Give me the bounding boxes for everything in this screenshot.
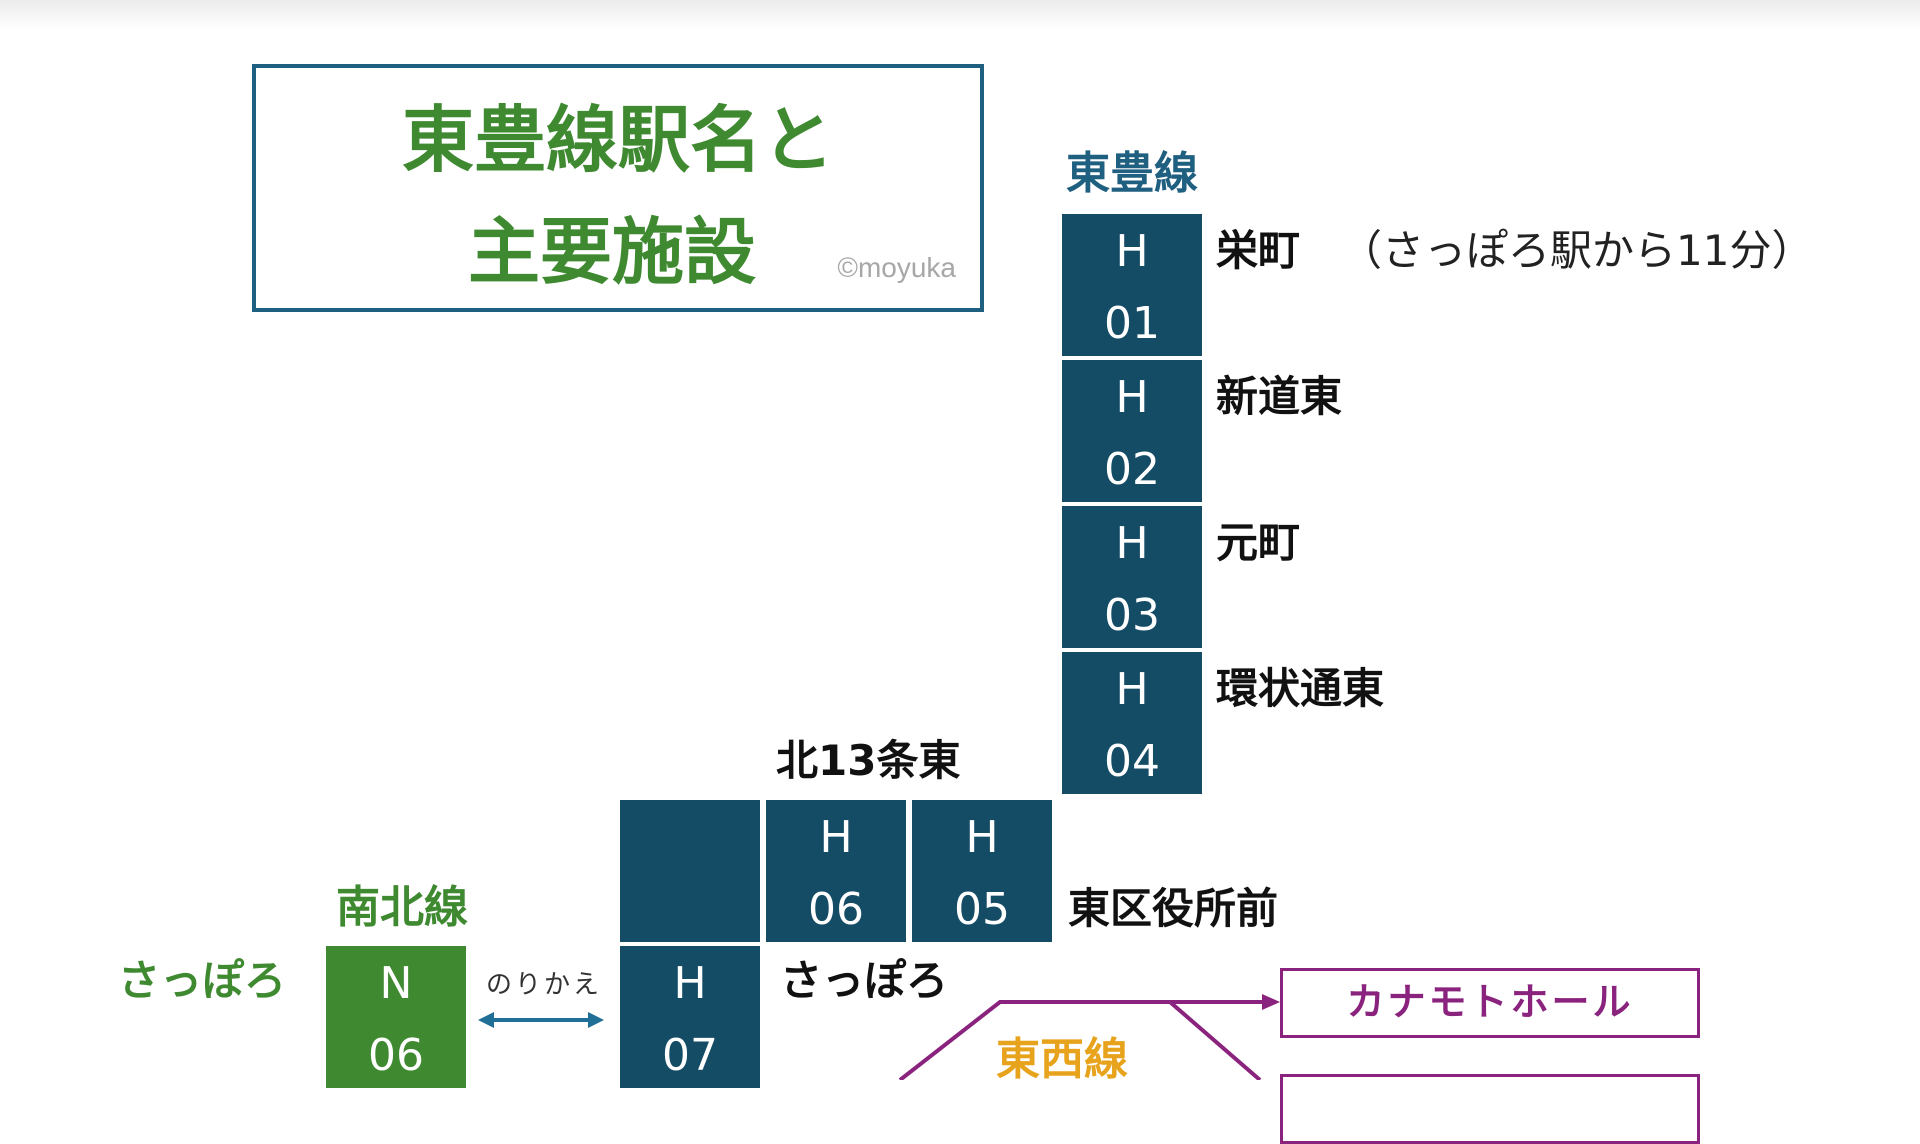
top-strip — [0, 0, 1920, 30]
line-label-tozai: 東西線 — [996, 1034, 1128, 1085]
station-number: 01 — [1104, 298, 1160, 349]
station-code: H — [819, 812, 853, 863]
station-name-h07: さっぽろ — [780, 956, 949, 1005]
station-name-h04: 環状通東 — [1216, 664, 1385, 713]
station-box-blank — [620, 800, 760, 942]
line-label-toho: 東豊線 — [1066, 148, 1198, 199]
station-number: 06 — [808, 884, 864, 935]
facility-box-kanamoto-hall: カナモトホール — [1280, 968, 1700, 1038]
line-label-namboku: 南北線 — [336, 882, 468, 933]
station-number: 03 — [1104, 590, 1160, 641]
tozai-route-lines — [898, 994, 1280, 1080]
station-box-h04: H 04 — [1062, 652, 1202, 794]
station-box-h05: H 05 — [912, 800, 1052, 942]
station-box-n06: N 06 — [326, 946, 466, 1088]
station-number: 07 — [662, 1030, 718, 1081]
station-number: 02 — [1104, 444, 1160, 495]
title-line-1: 東豊線駅名と — [401, 98, 834, 182]
station-number: 05 — [954, 884, 1010, 935]
station-name-h06: 北13条東 — [776, 736, 961, 785]
station-box-h07: H 07 — [620, 946, 760, 1088]
station-box-h03: H 03 — [1062, 506, 1202, 648]
station-code: H — [673, 958, 707, 1009]
station-note-h01: （さっぽろ駅から11分） — [1340, 226, 1814, 275]
transfer-label: のりかえ — [486, 970, 603, 1000]
station-name-h03: 元町 — [1216, 518, 1301, 567]
station-name-h01: 栄町 — [1216, 226, 1301, 275]
station-code: H — [965, 812, 999, 863]
station-box-h06: H 06 — [766, 800, 906, 942]
credit: ©moyuka — [837, 252, 956, 283]
station-name-h05: 東区役所前 — [1068, 884, 1279, 933]
title-box: 東豊線駅名と 主要施設 ©moyuka — [252, 64, 984, 312]
station-code: H — [1115, 226, 1149, 277]
facility-box-2 — [1280, 1074, 1700, 1144]
connector-layer — [478, 994, 1280, 1080]
station-code: H — [1115, 518, 1149, 569]
station-box-h02: H 02 — [1062, 360, 1202, 502]
station-code: H — [1115, 664, 1149, 715]
title-line-2: 主要施設 — [467, 210, 756, 294]
station-name-n06: さっぽろ — [118, 956, 287, 1005]
transfer-arrow — [478, 1012, 604, 1028]
station-box-h01: H 01 — [1062, 214, 1202, 356]
station-name-h02: 新道東 — [1216, 372, 1343, 421]
station-code: N — [379, 958, 413, 1009]
station-number: 06 — [368, 1030, 424, 1081]
station-number: 04 — [1104, 736, 1160, 787]
station-code: H — [1115, 372, 1149, 423]
